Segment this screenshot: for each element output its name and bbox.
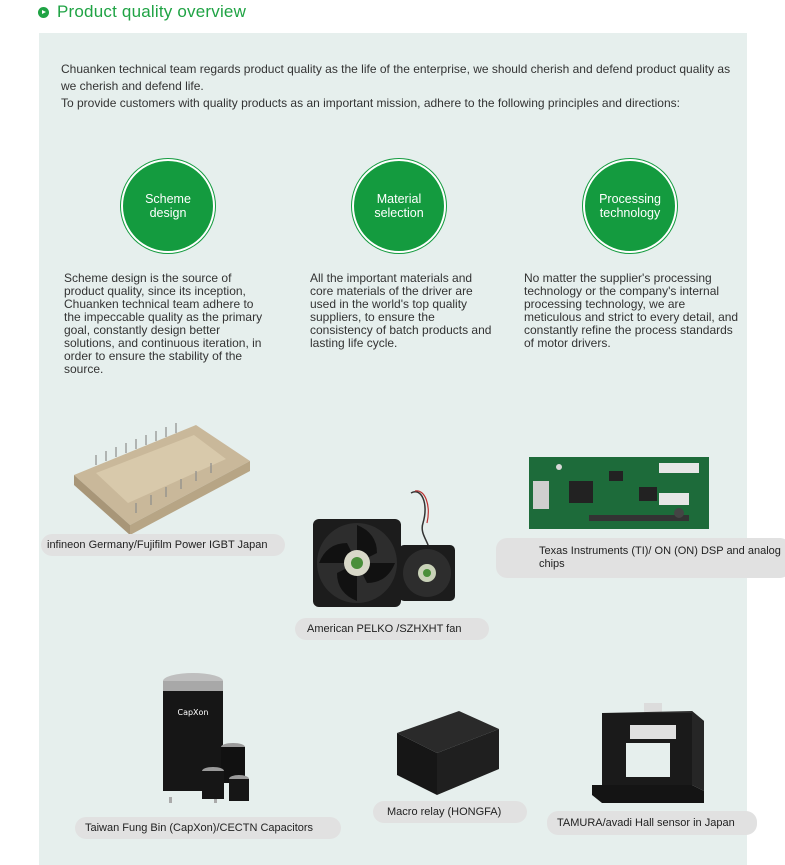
- principle-text-material-selection: All the important materials and core mat…: [310, 271, 492, 350]
- principle-text-scheme-design: Scheme design is the source of product q…: [64, 271, 263, 376]
- intro-text: Chuanken technical team regards product …: [61, 61, 741, 112]
- product-label-hall-sensor: TAMURA/avadi Hall sensor in Japan: [547, 811, 757, 835]
- product-label-relay: Macro relay (HONGFA): [373, 801, 527, 823]
- section-title: Product quality overview: [57, 2, 247, 21]
- dsp-control-board-image: [529, 457, 709, 529]
- product-label-fan: American PELKO /SZHXHT fan: [295, 618, 489, 640]
- intro-line-2: To provide customers with quality produc…: [61, 96, 680, 110]
- principle-circle-scheme-design: Scheme design: [121, 159, 215, 253]
- hall-sensor-image: [592, 703, 704, 803]
- principle-title: Material selection: [374, 192, 424, 220]
- svg-text:CapXon: CapXon: [177, 708, 208, 717]
- cooling-fan-image: [313, 490, 455, 607]
- intro-line-1: Chuanken technical team regards product …: [61, 62, 731, 93]
- principle-text-processing-technology: No matter the supplier's processing tech…: [524, 271, 739, 350]
- capacitors-image: CapXon: [163, 673, 249, 803]
- igbt-module-image: [74, 423, 250, 535]
- play-bullet-icon: [38, 6, 49, 18]
- quality-panel: Chuanken technical team regards product …: [39, 33, 785, 865]
- product-label-capacitors: Taiwan Fung Bin (CapXon)/CECTN Capacitor…: [75, 817, 341, 839]
- section-header: Product quality overview: [38, 0, 246, 24]
- principle-title: Processing technology: [599, 192, 661, 220]
- principle-circle-processing-technology: Processing technology: [583, 159, 677, 253]
- principle-title: Scheme design: [145, 192, 191, 220]
- product-label-igbt: infineon Germany/Fujifilm Power IGBT Jap…: [41, 534, 285, 556]
- product-label-dsp: Texas Instruments (TI)/ ON (ON) DSP and …: [496, 538, 785, 578]
- principle-circle-material-selection: Material selection: [352, 159, 446, 253]
- relay-image: [397, 711, 499, 795]
